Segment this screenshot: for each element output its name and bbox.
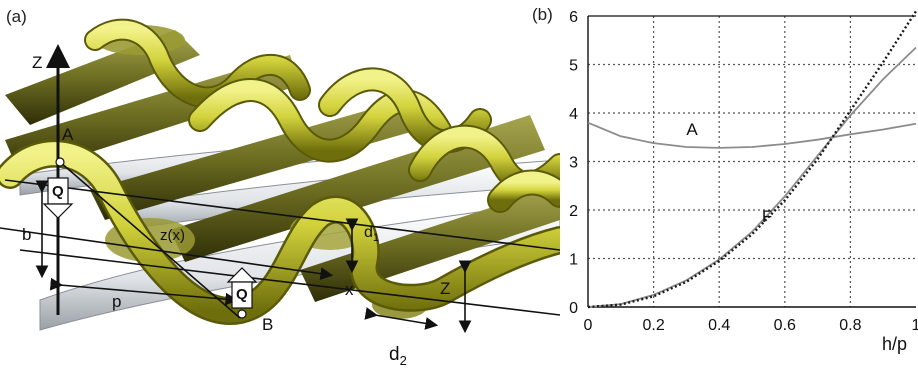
chart-ticks: 0 0.2 0.4 0.6 0.8 1 0 1 2 3 4 5 6	[569, 9, 918, 334]
panel-a-mesh-figure: (a) Z A B Q Q b z(x) p x d1 Z d2	[0, 7, 574, 368]
y-tick-label: 0	[569, 300, 578, 317]
y-tick-label: 3	[569, 155, 578, 172]
z-axis-label: Z	[32, 53, 42, 72]
d1-label: d1	[364, 224, 379, 244]
force-arrow-top	[42, 177, 74, 219]
p-dimension	[49, 277, 239, 306]
point-a-marker	[55, 157, 65, 167]
series-line-a	[587, 121, 917, 149]
force-arrow-bottom	[226, 267, 258, 309]
x-tick-label: 0.4	[708, 317, 730, 334]
x-tick-label: 0.8	[839, 317, 861, 334]
x-axis-label: h/p	[882, 334, 907, 354]
point-b-label: B	[262, 315, 273, 334]
y-tick-label: 4	[569, 106, 578, 123]
x-axis-line	[0, 227, 334, 280]
chart-annotations: AF	[686, 120, 772, 226]
b-label: b	[22, 225, 31, 244]
x-tick-label: 0	[584, 317, 593, 334]
mesh-illustration: (a) Z A B Q Q b z(x) p x d1 Z d2	[0, 7, 574, 368]
crimped-wires	[0, 18, 574, 325]
y-tick-label: 5	[569, 58, 578, 75]
chart-series	[587, 10, 918, 309]
d2-label: d2	[389, 344, 407, 368]
x-tick-label: 0.6	[774, 317, 796, 334]
y-tick-label: 1	[569, 252, 578, 269]
series-line-f	[587, 46, 917, 308]
panel-b-label: (b)	[532, 5, 553, 24]
zx-label: z(x)	[160, 227, 185, 244]
curve-annotation-a: A	[686, 120, 698, 139]
point-a-label: A	[62, 125, 74, 144]
x-tick-label: 1	[912, 317, 918, 334]
chart-axes	[587, 15, 916, 308]
q-bottom-label: Q	[236, 286, 248, 303]
p-label: p	[112, 292, 121, 311]
point-b-marker	[237, 309, 247, 319]
curve-annotation-f: F	[762, 207, 772, 226]
y-tick-label: 6	[569, 9, 578, 26]
x-label: x	[345, 280, 354, 299]
q-top-label: Q	[52, 183, 64, 200]
x-tick-label: 0.2	[642, 317, 664, 334]
chart-grid	[588, 16, 916, 307]
series-line-dotted	[587, 10, 918, 309]
y-tick-label: 2	[569, 203, 578, 220]
d2-dimension	[364, 307, 439, 330]
panel-a-label: (a)	[6, 7, 27, 26]
z-right-label: Z	[440, 279, 450, 298]
reference-line-top	[4, 179, 561, 251]
